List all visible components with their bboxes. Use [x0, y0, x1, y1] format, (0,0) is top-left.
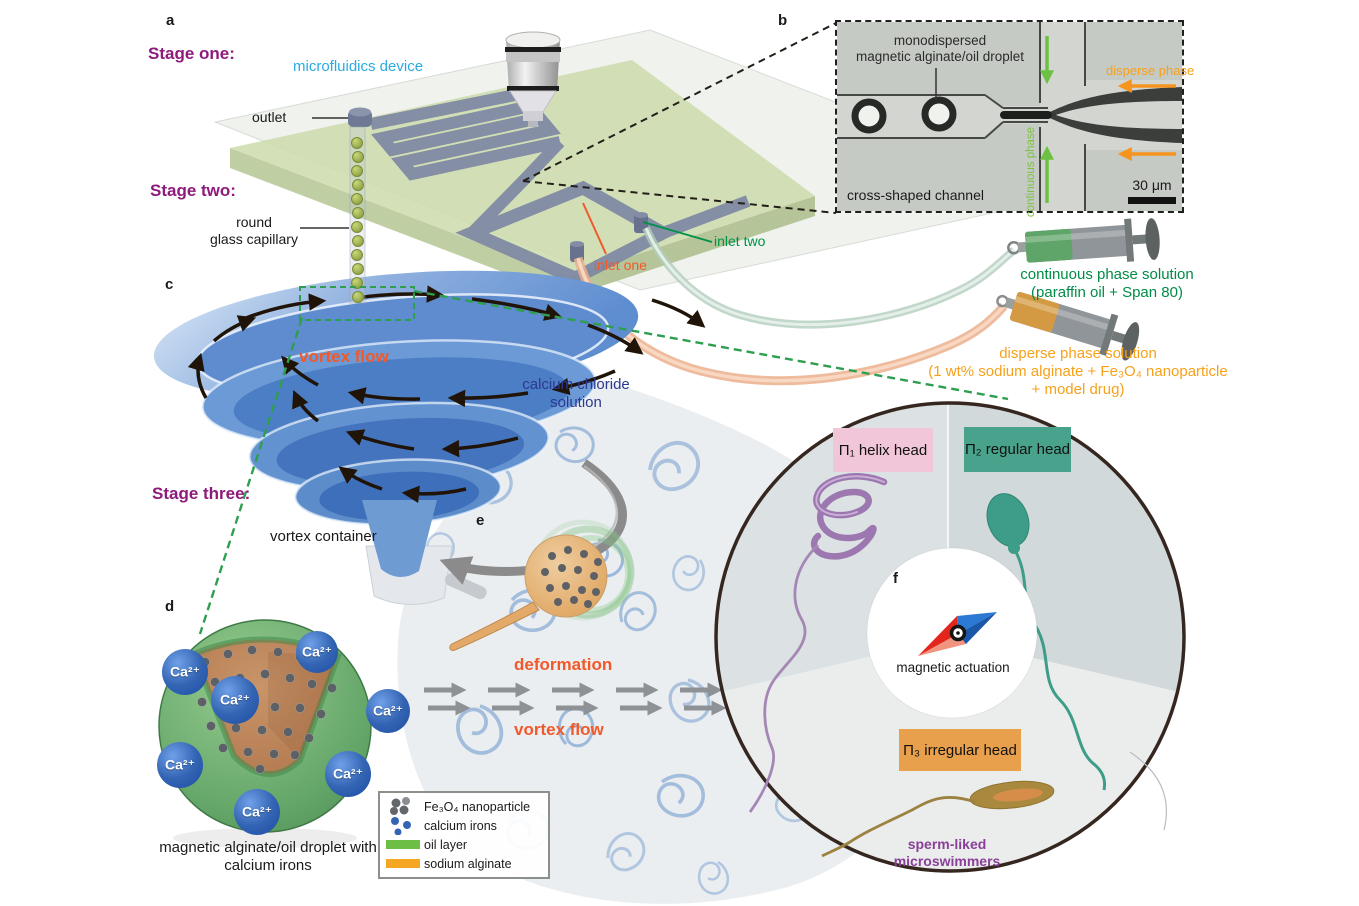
- vortex-container-label: vortex container: [270, 528, 377, 545]
- droplet-caption: magnetic alginate/oil droplet with calci…: [159, 839, 377, 875]
- inlet-one-label: inlet one: [594, 257, 647, 273]
- microfluidics-chip: [213, 22, 1077, 297]
- continuous-phase-label: continuous phase: [1025, 126, 1037, 218]
- continuous-solution-label: continuous phase solution (paraffin oil …: [1020, 266, 1193, 302]
- panel-letter-b: b: [778, 12, 788, 29]
- oil-layer-swatch: [386, 835, 424, 854]
- droplet-chain: [351, 137, 364, 303]
- stage-two-label: Stage two:: [150, 181, 236, 200]
- microswimmers-label: sperm-liked microswimmers: [894, 836, 1001, 870]
- cross-channel-label: cross-shaped channel: [847, 187, 984, 203]
- irregular-head-tag: Π₃ irregular head: [899, 729, 1021, 771]
- outlet-port: [348, 107, 372, 127]
- scale-bar: [1128, 197, 1176, 204]
- vortex-flow-label-c: vortex flow: [299, 347, 389, 366]
- panel-letter-f: f: [893, 570, 898, 587]
- ca-ion-label: Ca²⁺: [373, 702, 403, 719]
- capillary-label-line1: round: [236, 214, 272, 230]
- legend-label: calcium irons: [424, 818, 497, 833]
- microswimmers-label-line2: microswimmers: [893, 852, 1001, 869]
- deforming-droplet: [449, 519, 635, 651]
- disperse-solution-line2: (1 wt% sodium alginate + Fe₃O₄ nanoparti…: [928, 363, 1228, 380]
- capillary-label-line2: glass capillary: [210, 230, 298, 247]
- helix-head-swimmer: [748, 473, 888, 813]
- disperse-solution-label: disperse phase solution (1 wt% sodium al…: [928, 345, 1227, 399]
- disperse-phase-syringe-icon: [996, 292, 1140, 361]
- ca-ion-label: Ca²⁺: [170, 663, 200, 680]
- flow-direction-arrows: [424, 682, 727, 716]
- outlet-label: outlet: [252, 109, 287, 125]
- calcium-chloride-line1: calcium chloride: [522, 376, 630, 393]
- continuous-solution-line1: continuous phase solution: [1020, 266, 1194, 283]
- inlet-two-label: inlet two: [714, 233, 766, 249]
- ca-ion-label: Ca²⁺: [165, 756, 195, 773]
- nanoparticle-swatch-icon: [386, 797, 424, 816]
- continuous-phase-syringe-icon: [1007, 218, 1160, 263]
- monodispersed-line2: magnetic alginate/oil droplet: [855, 49, 1025, 65]
- regular-head-tag: Π₂ regular head: [964, 427, 1071, 472]
- legend-row-nanoparticle: Fe₃O₄ nanoparticle: [386, 797, 542, 816]
- panel-letter-c: c: [165, 276, 174, 293]
- micrograph-inset: [837, 22, 1182, 211]
- ca-ion-label: Ca²⁺: [302, 643, 332, 660]
- droplet-nanoparticles: [541, 546, 602, 608]
- sodium-alginate-swatch: [386, 854, 424, 873]
- panel-letter-a: a: [166, 12, 175, 29]
- calcium-chloride-line2: solution: [550, 394, 602, 411]
- microswimmers-label-line1: sperm-liked: [907, 836, 987, 852]
- leader-lines: [300, 117, 713, 255]
- calcium-swatch-icon: [386, 816, 424, 835]
- magnet-compass-icon: [918, 612, 997, 656]
- device-label: microfluidics device: [293, 58, 424, 75]
- droplet-caption-line2: calcium irons: [224, 857, 312, 874]
- capillary-label: round glass capillary: [210, 214, 298, 248]
- disperse-phase-arrows: [1117, 79, 1176, 161]
- stage-one-label: Stage one:: [148, 44, 235, 63]
- helix-head-tag: Π₁ helix head: [833, 428, 933, 472]
- inset-connector-dashes: [522, 22, 837, 214]
- legend-row-oil: oil layer: [386, 835, 542, 854]
- disperse-solution-line3: + model drug): [1031, 381, 1125, 398]
- monodispersed-droplet-label: monodispersed magnetic alginate/oil drop…: [856, 33, 1024, 65]
- vortex-flow-label-e: vortex flow: [514, 720, 604, 739]
- ca-ion-label: Ca²⁺: [220, 691, 250, 708]
- inset-b-border: [835, 20, 1184, 213]
- disperse-phase-label: disperse phase: [1106, 63, 1195, 78]
- disperse-solution-line1: disperse phase solution: [999, 345, 1157, 362]
- calcium-ion-spheres: [157, 631, 410, 835]
- alginate-droplet-sphere: [157, 619, 410, 848]
- continuous-solution-line2: (paraffin oil + Span 80): [1031, 284, 1183, 301]
- microswimmer-showcase: [714, 401, 1186, 873]
- legend-box: Fe₃O₄ nanoparticle calcium irons oil lay…: [378, 791, 550, 879]
- legend-row-alginate: sodium alginate: [386, 854, 542, 873]
- legend-row-calcium: calcium irons: [386, 816, 542, 835]
- panel-letter-e: e: [476, 512, 485, 529]
- stage-three-label: Stage three:: [152, 484, 251, 503]
- scale-label: 30 μm: [1132, 177, 1172, 193]
- calcium-chloride-label: calcium chloride solution: [522, 376, 630, 412]
- droplet-caption-line1: magnetic alginate/oil droplet with: [159, 839, 377, 856]
- legend-label: Fe₃O₄ nanoparticle: [424, 799, 531, 814]
- legend-label: sodium alginate: [424, 856, 512, 871]
- monodispersed-line1: monodispersed: [893, 33, 987, 48]
- deformation-label: deformation: [514, 655, 613, 674]
- legend-label: oil layer: [424, 837, 468, 852]
- microscope-objective-icon: [505, 31, 561, 127]
- ca-ion-label: Ca²⁺: [242, 803, 272, 820]
- zoom-guides-green: [198, 286, 1009, 635]
- irregular-head-swimmer: [821, 780, 1055, 858]
- inlet-ports: [570, 212, 648, 262]
- magnetic-actuation-label: magnetic actuation: [896, 660, 1010, 675]
- panel-letter-d: d: [165, 598, 175, 615]
- ca-ion-label: Ca²⁺: [333, 765, 363, 782]
